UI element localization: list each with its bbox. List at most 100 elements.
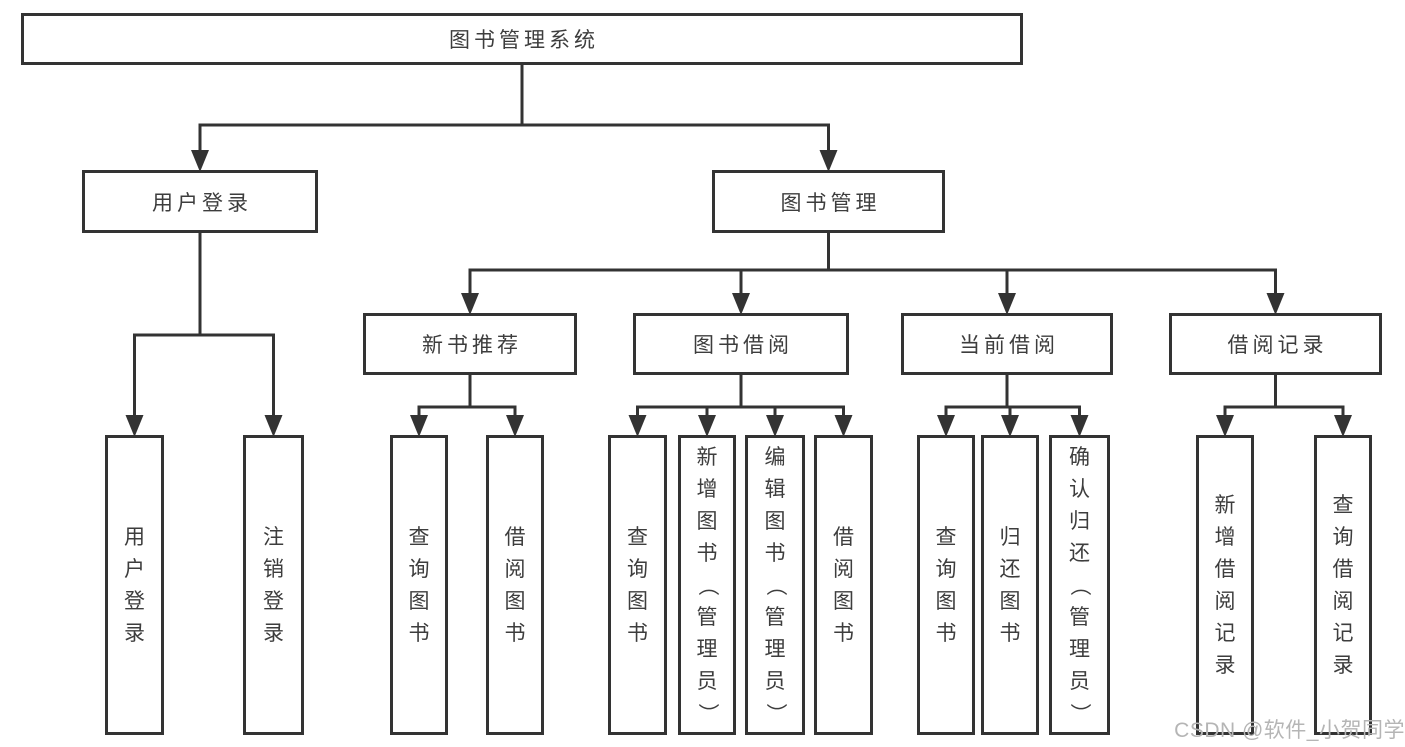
label-char: 查 <box>627 525 648 549</box>
label-char: 登 <box>124 589 145 613</box>
node-label: 图书借阅 <box>693 334 793 357</box>
node-leaf-user-login: 用户登录 <box>105 435 164 735</box>
label-char: 图 <box>833 589 854 613</box>
label-char: 认 <box>1069 477 1090 501</box>
vertical-label: 新增借阅记录 <box>1215 438 1236 732</box>
label-char: 书 <box>627 621 648 645</box>
label-char: 新 <box>696 445 718 469</box>
node-leaf-query-book-2: 查询图书 <box>608 435 667 735</box>
label-char: 理 <box>764 637 786 661</box>
label-char: 归 <box>1069 509 1090 533</box>
label-char: 员 <box>696 669 718 693</box>
node-current-borrow: 当前借阅 <box>901 313 1113 375</box>
vertical-label: 借阅图书 <box>505 438 526 732</box>
label-char: 注 <box>263 525 284 549</box>
label-char: 借 <box>1332 557 1354 581</box>
label-char: 借 <box>1214 557 1236 581</box>
label-char: 还 <box>999 557 1021 581</box>
arrowhead-down <box>191 150 209 172</box>
label-char: 归 <box>999 525 1021 549</box>
label-char: 新 <box>1214 493 1236 517</box>
label-char: 查 <box>1332 493 1354 517</box>
label-char: 图 <box>764 509 786 533</box>
vertical-label: 查询借阅记录 <box>1333 438 1354 732</box>
label-char: 图 <box>627 589 648 613</box>
label-char: 图 <box>999 589 1021 613</box>
arrowhead-down <box>1070 415 1089 437</box>
label-char: 录 <box>1332 653 1354 677</box>
label-char: 书 <box>935 621 957 645</box>
label-char: 书 <box>999 621 1021 645</box>
label-char: 管 <box>764 605 786 629</box>
vertical-label: 新增图书（管理员） <box>695 438 719 732</box>
label-char: 图 <box>504 589 526 613</box>
label-char: 编 <box>764 445 786 469</box>
node-leaf-add-book: 新增图书（管理员） <box>678 435 736 735</box>
arrowhead-down <box>1216 415 1234 437</box>
label-char: 书 <box>696 541 718 565</box>
vertical-label: 归还图书 <box>1000 438 1021 732</box>
node-leaf-query-borrow-rec: 查询借阅记录 <box>1314 435 1372 735</box>
arrowhead-down <box>698 415 716 437</box>
node-new-book-recommend: 新书推荐 <box>363 313 577 375</box>
node-book-mgmt: 图书管理 <box>712 170 945 233</box>
label-char: 辑 <box>764 477 786 501</box>
arrowhead-down <box>461 293 479 315</box>
label-char: 员 <box>764 669 786 693</box>
node-user-login: 用户登录 <box>82 170 318 233</box>
node-leaf-return-book: 归还图书 <box>981 435 1039 735</box>
vertical-label: 编辑图书（管理员） <box>763 438 787 732</box>
label-char: 查 <box>408 525 430 549</box>
node-label: 图书管理系统 <box>449 29 599 52</box>
label-char: 还 <box>1069 541 1090 565</box>
label-char: ） <box>1068 702 1091 724</box>
node-leaf-query-book-3: 查询图书 <box>917 435 975 735</box>
node-leaf-add-borrow-rec: 新增借阅记录 <box>1196 435 1254 735</box>
label-char: ） <box>763 702 787 724</box>
node-label: 当前借阅 <box>959 334 1059 357</box>
label-char: 增 <box>696 477 718 501</box>
label-char: 录 <box>263 621 284 645</box>
arrowhead-down <box>1001 415 1019 437</box>
vertical-label: 查询图书 <box>627 438 648 732</box>
label-char: 销 <box>263 557 284 581</box>
node-label: 图书管理 <box>780 191 881 215</box>
label-char: ） <box>695 702 719 724</box>
arrowhead-down <box>506 415 524 437</box>
arrowhead-down <box>628 415 647 437</box>
label-char: 理 <box>1069 637 1090 661</box>
label-char: 图 <box>408 589 430 613</box>
label-char: 阅 <box>833 557 854 581</box>
label-char: 用 <box>124 525 145 549</box>
arrowhead-down <box>819 150 838 172</box>
label-char: 书 <box>764 541 786 565</box>
vertical-label: 查询图书 <box>409 438 430 732</box>
vertical-label: 查询图书 <box>936 438 957 732</box>
node-label: 新书推荐 <box>422 334 522 357</box>
node-leaf-edit-book: 编辑图书（管理员） <box>745 435 805 735</box>
arrowhead-down <box>1334 415 1352 437</box>
label-char: 查 <box>935 525 957 549</box>
node-book-borrow: 图书借阅 <box>633 313 849 375</box>
label-char: （ <box>1068 574 1091 596</box>
label-char: 借 <box>833 525 854 549</box>
arrowhead-down <box>766 415 784 437</box>
arrowhead-down <box>125 415 144 437</box>
arrowhead-down <box>732 293 750 315</box>
label-char: 图 <box>696 509 718 533</box>
label-char: 录 <box>1214 653 1236 677</box>
label-char: 阅 <box>504 557 526 581</box>
label-char: 书 <box>408 621 430 645</box>
label-char: 户 <box>124 557 145 581</box>
arrowhead-down <box>264 415 283 437</box>
node-leaf-confirm-return: 确认归还（管理员） <box>1049 435 1110 735</box>
label-char: 记 <box>1332 621 1354 645</box>
label-char: 管 <box>1069 605 1090 629</box>
node-leaf-query-book-1: 查询图书 <box>390 435 448 735</box>
arrowhead-down <box>998 293 1016 315</box>
node-leaf-logout: 注销登录 <box>243 435 304 735</box>
label-char: 借 <box>504 525 526 549</box>
node-leaf-borrow-book-2: 借阅图书 <box>814 435 873 735</box>
label-char: 书 <box>833 621 854 645</box>
